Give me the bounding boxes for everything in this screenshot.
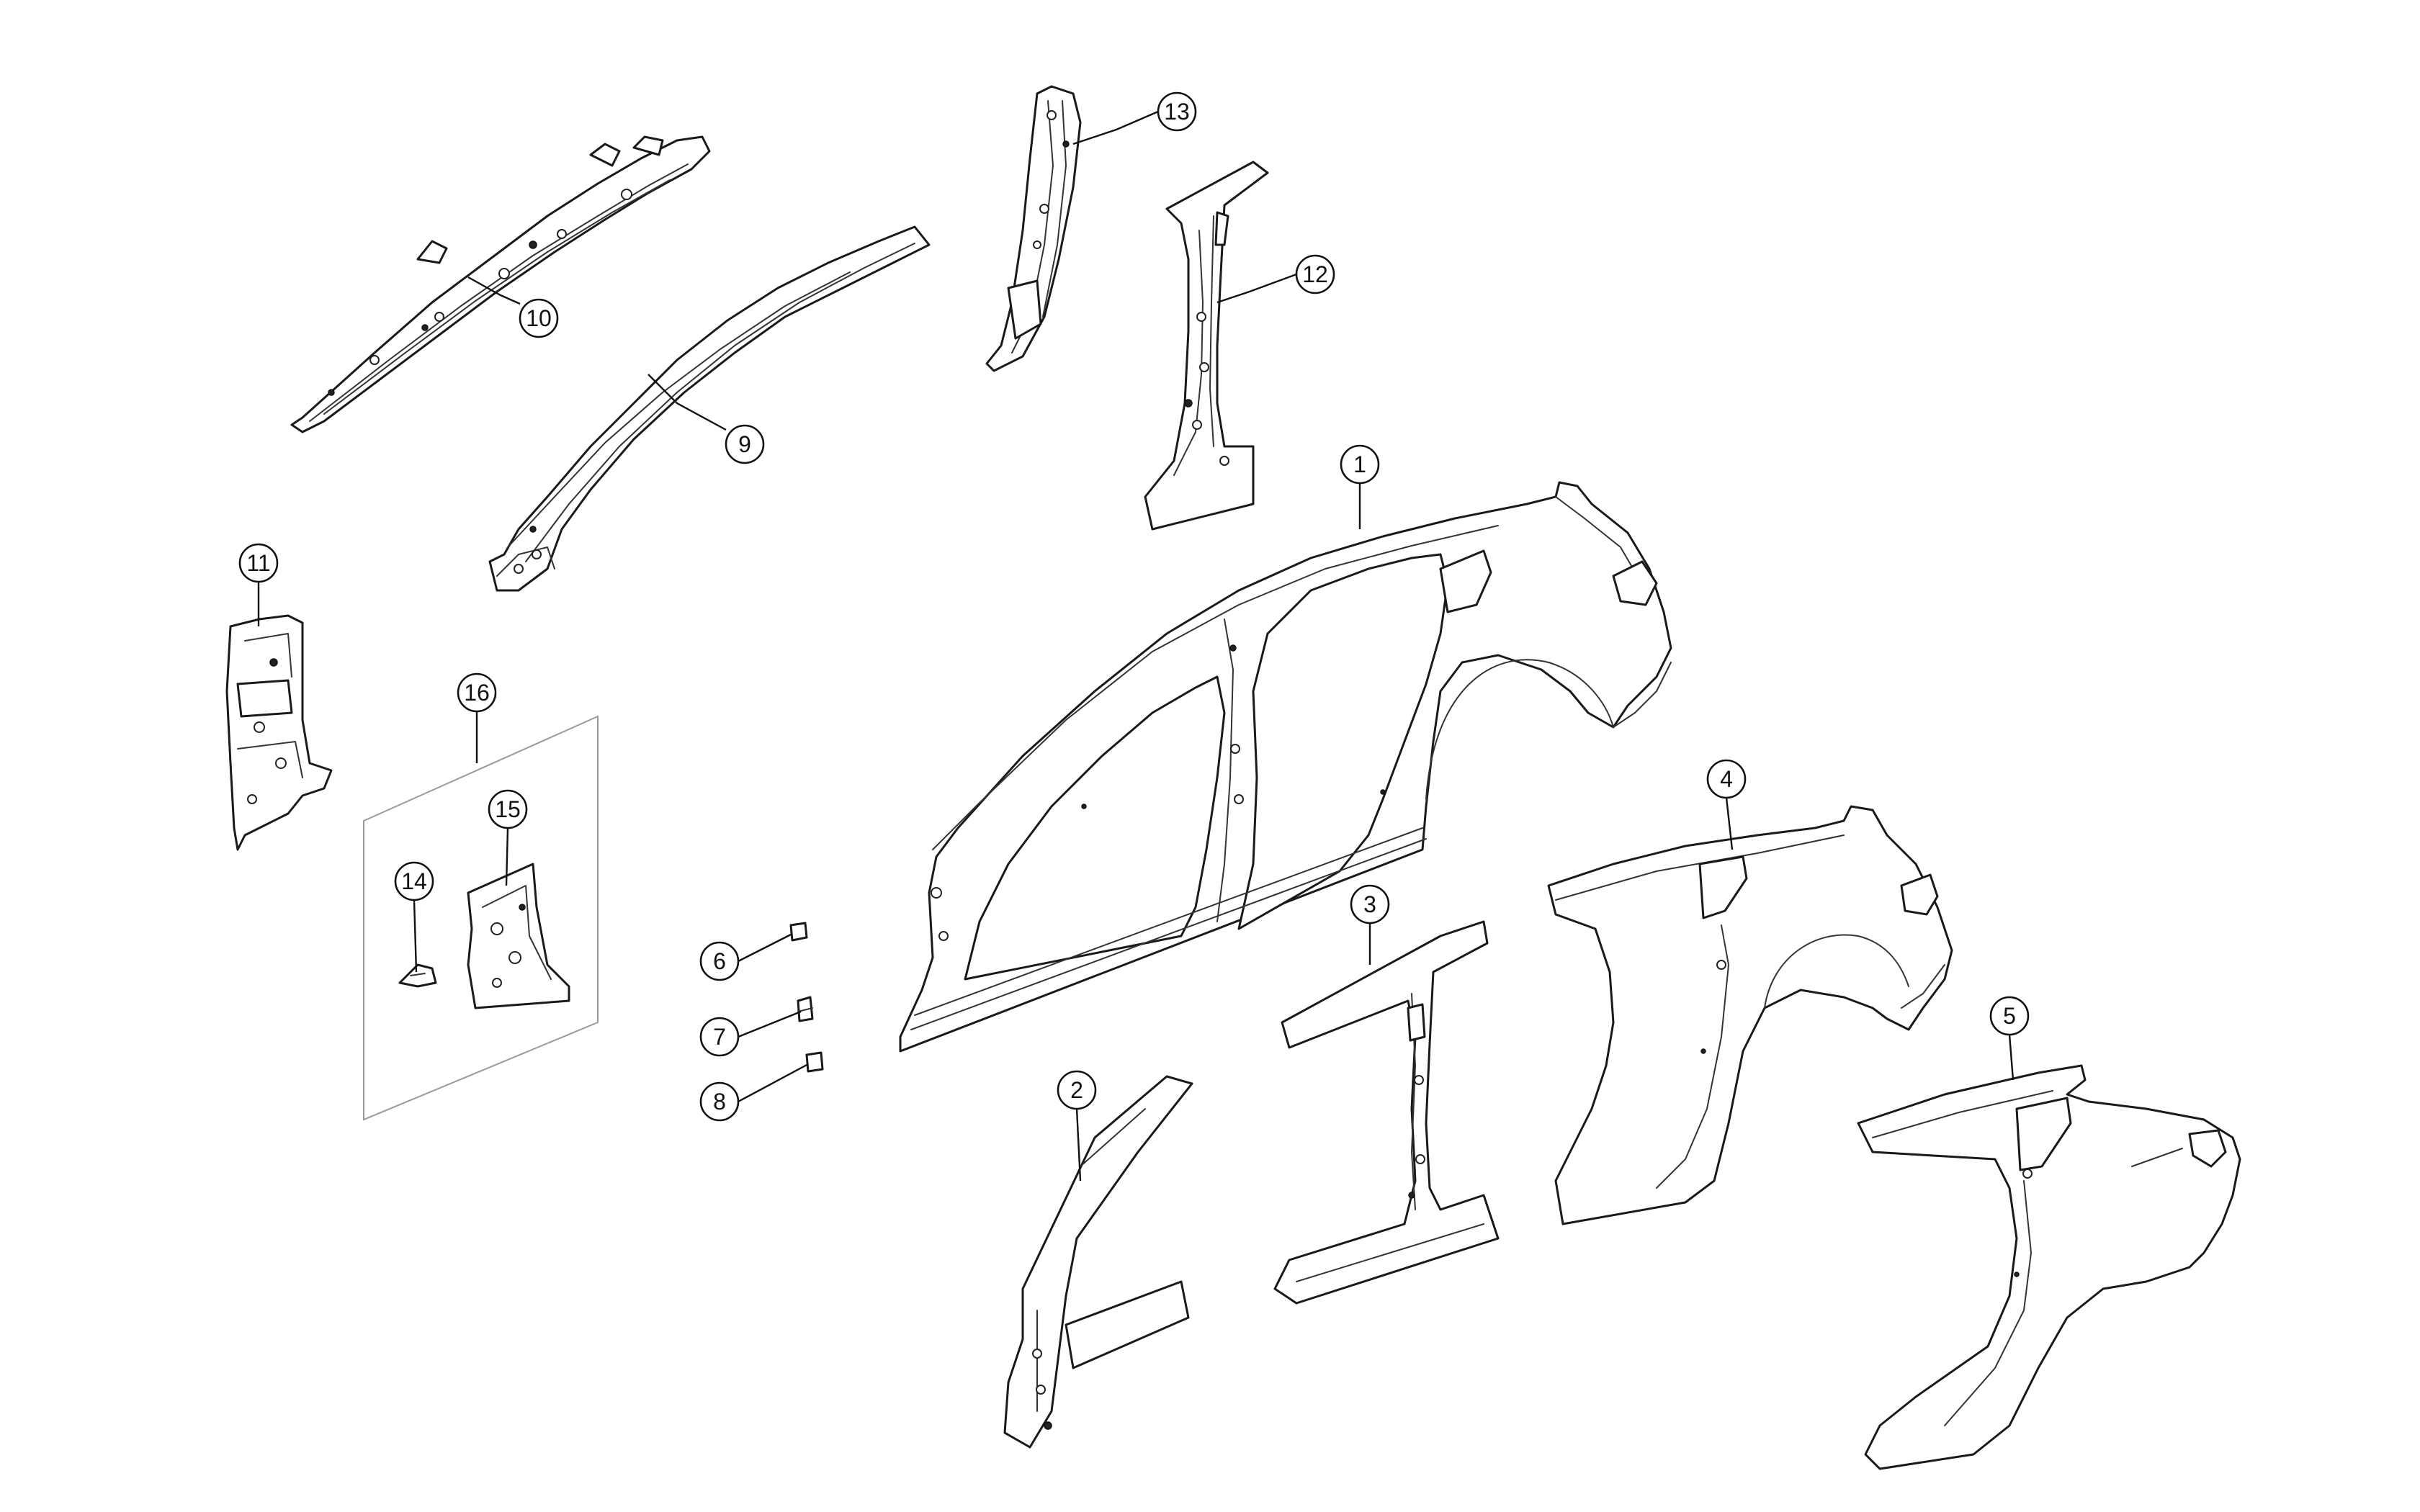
callout-4-label: 4 [1720, 766, 1733, 792]
callout-16-label: 16 [464, 680, 490, 706]
part-6-clip [789, 922, 808, 942]
callout-5: 5 [1989, 996, 2030, 1036]
callout-11-label: 11 [246, 550, 270, 576]
part-1-body-side-outer [899, 481, 1672, 1053]
callout-7-label: 7 [713, 1024, 726, 1050]
callout-12-label: 12 [1302, 261, 1328, 287]
part-11-a-pillar-inner [225, 614, 333, 851]
leader-lines [257, 110, 2015, 1182]
callout-4: 4 [1706, 759, 1747, 799]
callout-15-label: 15 [495, 796, 521, 822]
group-16-box [363, 715, 599, 1121]
callout-9-label: 9 [738, 431, 751, 457]
part-7-bracket [797, 996, 814, 1022]
part-12-b-pillar-reinforcement [1144, 161, 1269, 531]
callout-14-label: 14 [401, 868, 427, 894]
callout-3: 3 [1350, 884, 1390, 924]
callout-8-label: 8 [713, 1089, 726, 1115]
callout-3-label: 3 [1363, 891, 1376, 917]
callout-5-label: 5 [2003, 1003, 2016, 1029]
callout-11: 11 [238, 543, 279, 583]
callout-1: 1 [1340, 444, 1380, 485]
callout-13-label: 13 [1164, 99, 1190, 125]
part-14-small-bracket [398, 963, 437, 988]
part-10-roof-rail-inner [290, 135, 711, 433]
part-13-b-pillar-inner [985, 85, 1082, 372]
callout-8: 8 [699, 1081, 740, 1122]
part-5-rear-quarter-outer [1857, 1064, 2241, 1470]
callout-2: 2 [1057, 1070, 1097, 1110]
callout-14: 14 [394, 861, 434, 901]
callout-2-label: 2 [1070, 1077, 1083, 1103]
callout-12: 12 [1295, 254, 1335, 294]
callout-6: 6 [699, 941, 740, 981]
callout-10-label: 10 [526, 305, 552, 331]
callout-16: 16 [457, 672, 497, 713]
part-4-rear-quarter-panel [1547, 805, 1953, 1225]
part-9-roof-rail-outer [488, 225, 931, 592]
callout-9: 9 [725, 424, 765, 464]
callout-1-label: 1 [1353, 451, 1366, 477]
callout-10: 10 [519, 298, 559, 338]
callout-15: 15 [488, 789, 528, 829]
callout-6-label: 6 [713, 948, 726, 974]
part-3-b-pillar-outer [1273, 920, 1500, 1305]
part-8-nut [805, 1051, 824, 1073]
callout-13: 13 [1157, 91, 1197, 132]
callout-7: 7 [699, 1017, 740, 1057]
part-15-pillar-gusset [467, 863, 570, 1009]
part-2-a-pillar-outer [1003, 1075, 1193, 1449]
